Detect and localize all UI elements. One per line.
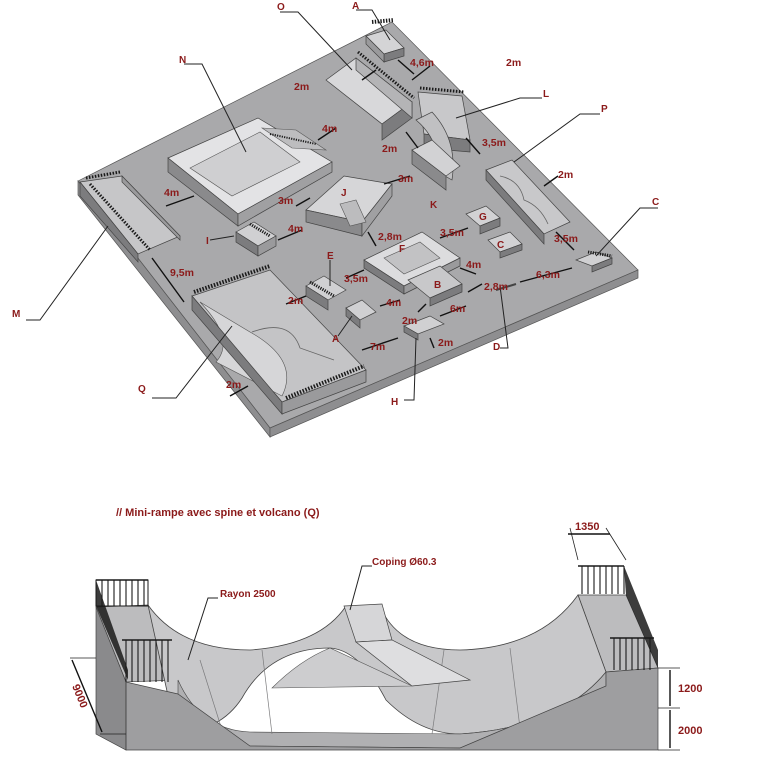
dim-9-5m: 9,5m [170, 267, 194, 279]
module-b [407, 265, 463, 307]
module-c-right [575, 250, 613, 273]
module-d [495, 283, 517, 291]
label-rayon: Rayon 2500 [220, 589, 276, 600]
callout-h: H [391, 397, 398, 408]
module-j [305, 175, 393, 238]
module-o [325, 50, 415, 141]
dim-6m: 6m [450, 303, 465, 315]
module-k [411, 111, 461, 191]
module-c-small [487, 231, 523, 259]
ramp-front [125, 667, 659, 751]
callout-labels: A O N L P C M I E A Q H D J K F G B C [12, 1, 659, 408]
module-e [305, 275, 347, 311]
callout-c: C [652, 197, 659, 208]
slab-edge-right [269, 269, 639, 438]
dim-2m-e: 2m [288, 295, 303, 307]
callout-leaders [26, 9, 658, 401]
callout-e: E [327, 251, 334, 262]
callout-j: J [341, 188, 347, 199]
dim-height-bottom: 2000 [678, 725, 702, 737]
volcano-bank [271, 647, 413, 689]
module-m [79, 170, 181, 263]
detail-title: // Mini-rampe avec spine et volcano (Q) [116, 507, 320, 519]
dim-4m-b: 4m [466, 259, 481, 271]
callout-o: O [277, 2, 285, 13]
dim-length: 9000 [69, 683, 89, 710]
dim-width: 1350 [575, 521, 599, 533]
module-n [167, 117, 333, 227]
dim-2m-q: 2m [226, 379, 241, 391]
module-a-top [365, 18, 405, 63]
dim-4-6m: 4,6m [410, 57, 434, 69]
callout-a-mid: A [332, 334, 339, 345]
dim-4m-i: 4m [288, 223, 303, 235]
dim-height-top: 1200 [678, 683, 702, 695]
callout-p: P [601, 104, 608, 115]
module-q [191, 264, 367, 415]
dim-3-5m-e: 3,5m [344, 273, 368, 285]
callout-n: N [179, 55, 186, 66]
dimension-arrows [151, 59, 575, 397]
dim-4m-m: 4m [164, 187, 179, 199]
dim-3-5m-g: 3,5m [440, 227, 464, 239]
callout-d: D [493, 342, 500, 353]
dim-2-8m-b: 2,8m [484, 281, 508, 293]
label-coping: Coping Ø60.3 [372, 557, 437, 568]
volcano [355, 639, 472, 687]
dimension-labels: 4,6m 2m 2m 4m 3,5m 2m 2m 3m 4m 3m 4m 2,8… [164, 57, 578, 391]
dim-2m-o: 2m [294, 81, 309, 93]
dim-6-3m: 6,3m [536, 269, 560, 281]
dim-3m-k: 3m [398, 173, 413, 185]
panel-seams [199, 647, 521, 735]
dim-3m-j: 3m [278, 195, 293, 207]
dim-2m-p: 2m [558, 169, 573, 181]
dim-2m-k: 2m [382, 143, 397, 155]
callout-c-small: C [497, 240, 504, 251]
module-h [403, 315, 445, 341]
module-p [485, 159, 571, 245]
module-i [235, 221, 277, 257]
plan-view: A O N L P C M I E A Q H D J K F G B C [12, 1, 659, 439]
module-a-mid [345, 299, 377, 329]
dim-width-group: 1350 [568, 520, 627, 561]
callout-l: L [543, 89, 549, 100]
callout-m: M [12, 309, 20, 320]
callout-a-top: A [352, 1, 359, 12]
dim-3-5m-l: 3,5m [482, 137, 506, 149]
callout-g: G [479, 212, 487, 223]
dim-7m: 7m [370, 341, 385, 353]
detail-view: // Mini-rampe avec spine et volcano (Q) [69, 507, 702, 751]
callout-q: Q [138, 384, 146, 395]
leader-coping [349, 565, 372, 611]
callout-b: B [434, 280, 441, 291]
callout-k: K [430, 200, 438, 211]
leader-rayon [187, 597, 218, 661]
fence-left [95, 579, 172, 682]
dim-2m-top: 2m [506, 57, 521, 69]
dim-4m-a: 4m [386, 297, 401, 309]
callout-f: F [399, 244, 405, 255]
callout-i: I [206, 236, 209, 247]
dim-2m-hb: 2m [438, 337, 453, 349]
dim-3-5m-c: 3,5m [554, 233, 578, 245]
module-g [465, 205, 501, 235]
dim-height-group: 1200 2000 [658, 667, 702, 751]
dim-2-8m-j: 2,8m [378, 231, 402, 243]
fence-right [578, 565, 658, 670]
dim-2m-h: 2m [402, 315, 417, 327]
dim-4m-n: 4m [322, 123, 337, 135]
